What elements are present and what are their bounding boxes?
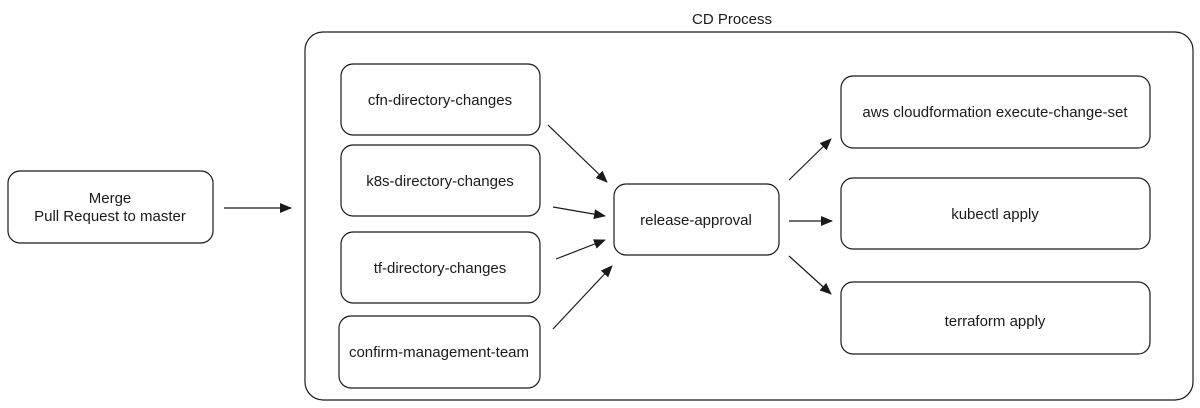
k8s-directory-changes-label: k8s-directory-changes <box>366 173 514 190</box>
edge-k8s-to-approval <box>552 206 606 220</box>
cfn-directory-changes-node[interactable]: cfn-directory-changes <box>340 63 541 136</box>
cfn-directory-changes-label: cfn-directory-changes <box>368 92 512 109</box>
cd-process-title: CD Process <box>692 11 772 28</box>
aws-cloudformation-label: aws cloudformation execute-change-set <box>862 104 1128 121</box>
edge-cfn-to-approval <box>547 124 608 183</box>
kubectl-apply-node[interactable]: kubectl apply <box>840 177 1151 250</box>
edge-approval-to-cloudformation <box>788 138 832 181</box>
kubectl-apply-label: kubectl apply <box>951 206 1039 223</box>
edge-tf-to-approval <box>555 239 606 260</box>
merge-pull-request-node[interactable]: Merge Pull Request to master <box>7 170 214 244</box>
merge-node-line1: Merge <box>89 190 132 207</box>
aws-cloudformation-node[interactable]: aws cloudformation execute-change-set <box>840 75 1151 149</box>
release-approval-label: release-approval <box>640 212 752 229</box>
terraform-apply-label: terraform apply <box>945 313 1046 330</box>
tf-directory-changes-label: tf-directory-changes <box>374 260 507 277</box>
tf-directory-changes-node[interactable]: tf-directory-changes <box>340 231 541 304</box>
merge-node-line2: Pull Request to master <box>34 208 186 225</box>
confirm-management-team-label: confirm-management-team <box>349 344 529 361</box>
terraform-apply-node[interactable]: terraform apply <box>840 281 1151 355</box>
edge-confirm-to-approval <box>552 265 613 330</box>
release-approval-node[interactable]: release-approval <box>613 183 780 256</box>
edge-approval-to-terraform <box>788 255 832 295</box>
k8s-directory-changes-node[interactable]: k8s-directory-changes <box>340 144 541 217</box>
confirm-management-team-node[interactable]: confirm-management-team <box>338 315 541 389</box>
